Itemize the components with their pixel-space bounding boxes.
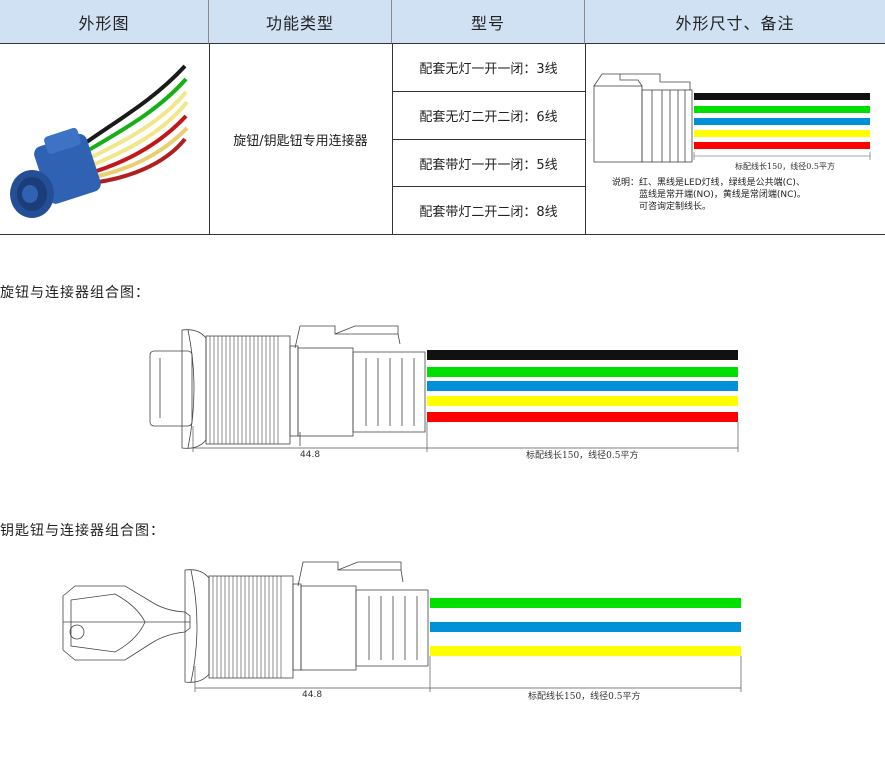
rotary-assembly-drawing <box>149 325 739 452</box>
note-line: 蓝线是常开端(NO)，黄线是常闭端(NC)。 <box>639 190 806 200</box>
column-divider <box>209 44 210 234</box>
header-function-type: 功能类型 <box>209 0 392 44</box>
spec-table: 外形图 功能类型 型号 外形尺寸、备注 旋钮/钥匙钮专用连接器 配套无灯一开一闭… <box>0 0 885 235</box>
key-wire-spec: 标配线长150，线径0.5平方 <box>528 692 641 702</box>
wire-spec-label: 标配线长150，线径0.5平方 <box>735 162 835 171</box>
row-divider <box>392 186 585 187</box>
model-6-wire: 配套无灯二开二闭：6线 <box>419 110 558 125</box>
table-bottom-border <box>0 234 885 235</box>
key-dimension-length: 44.8 <box>302 690 323 700</box>
key-section-title: 钥匙钮与连接器组合图： <box>0 523 165 539</box>
header-model: 型号 <box>392 0 585 44</box>
function-type-cell: 旋钮/钥匙钮专用连接器 <box>233 133 368 149</box>
rotary-wire-spec: 标配线长150，线径0.5平方 <box>526 451 639 461</box>
row-divider <box>392 139 585 140</box>
connector-drawing-small <box>593 73 871 163</box>
rotary-dimension-length: 44.8 <box>300 450 321 460</box>
header-appearance: 外形图 <box>0 0 209 44</box>
wiring-note: 说明：红、黑线是LED灯线，绿线是公共端(C)、 蓝线是常开端(NO)，黄线是常… <box>612 177 806 213</box>
model-3-wire: 配套无灯一开一闭：3线 <box>419 62 558 77</box>
note-line: 说明：红、黑线是LED灯线，绿线是公共端(C)、 <box>612 178 805 188</box>
model-5-wire: 配套带灯一开一闭：5线 <box>419 158 558 173</box>
model-8-wire: 配套带灯二开二闭：8线 <box>419 205 558 220</box>
column-divider <box>585 44 586 234</box>
header-dimensions-notes: 外形尺寸、备注 <box>585 0 885 44</box>
note-line: 可咨询定制线长。 <box>639 202 712 212</box>
connector-photo <box>10 64 189 218</box>
key-assembly-drawing <box>62 561 742 692</box>
row-divider <box>392 91 585 92</box>
rotary-section-title: 旋钮与连接器组合图： <box>0 285 150 301</box>
